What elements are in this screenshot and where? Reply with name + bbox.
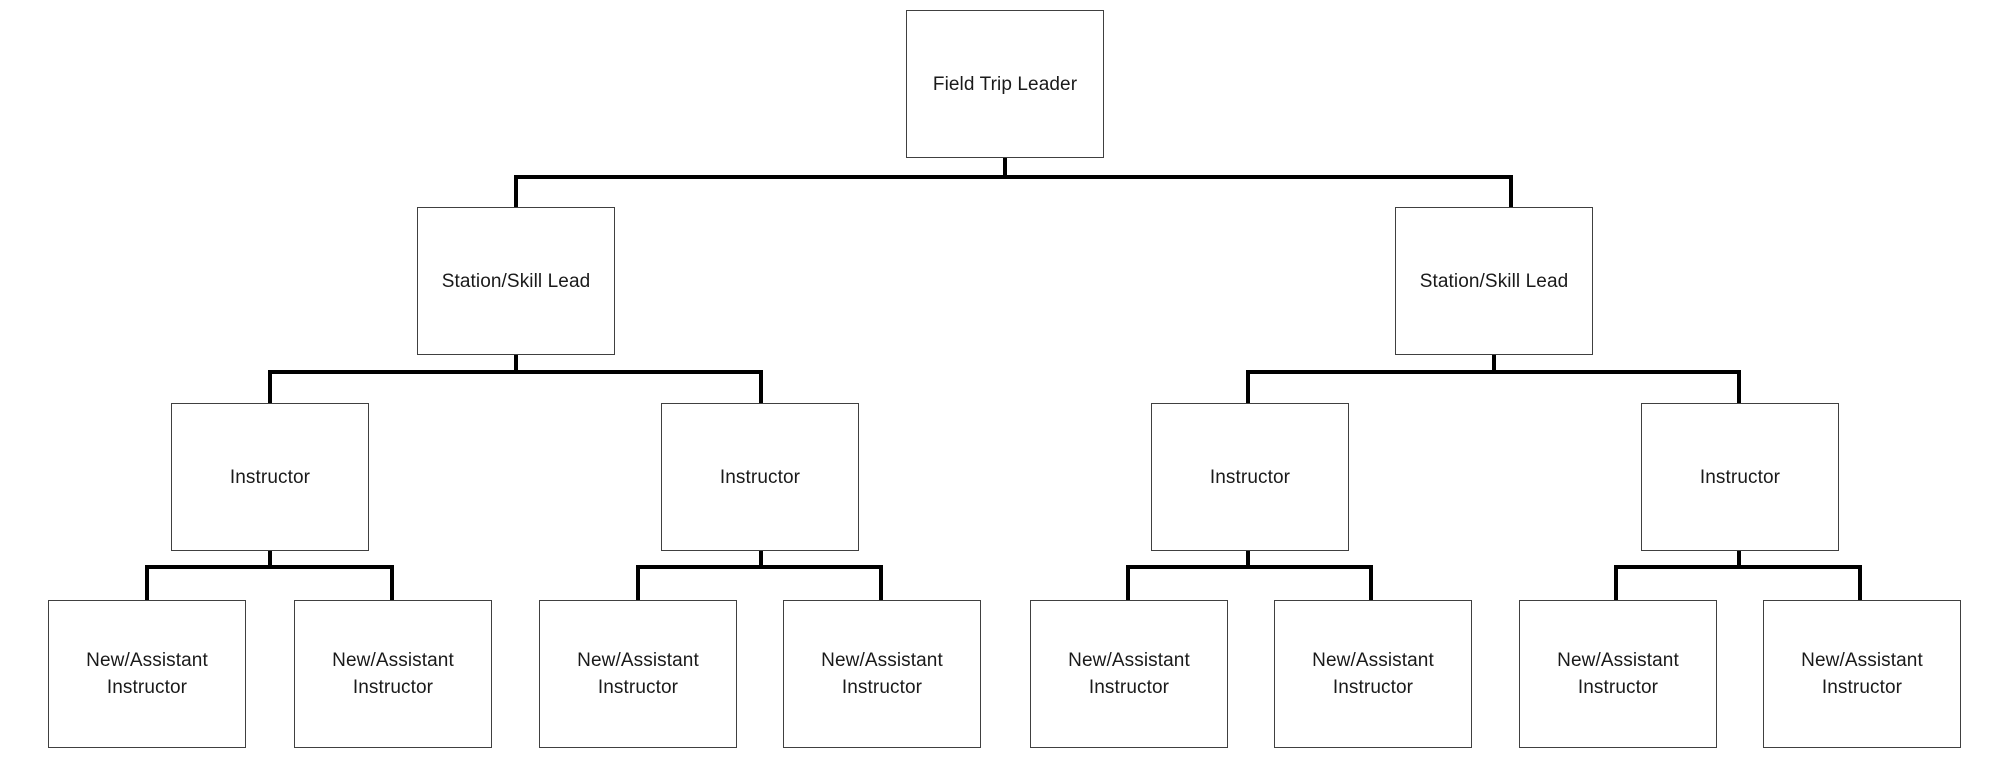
connector-c0-bus (514, 175, 1513, 179)
org-node-n9[interactable]: New/Assistant Instructor (539, 600, 737, 748)
org-node-n8[interactable]: New/Assistant Instructor (294, 600, 492, 748)
org-node-label: New/Assistant Instructor (577, 650, 699, 698)
connector-c4-drop1 (636, 565, 640, 602)
org-node-label: New/Assistant Instructor (1801, 650, 1923, 698)
org-node-n7[interactable]: New/Assistant Instructor (48, 600, 246, 748)
org-node-label: Instructor (229, 466, 311, 488)
connector-c6-drop2 (1858, 565, 1862, 602)
org-node-label: Station/Skill Lead (441, 270, 591, 292)
org-node-label: New/Assistant Instructor (1068, 650, 1190, 698)
connector-c1-drop2 (759, 370, 763, 405)
org-node-n13[interactable]: New/Assistant Instructor (1519, 600, 1717, 748)
connector-c0-stub (1003, 156, 1007, 179)
connector-c1-drop1 (268, 370, 272, 405)
connector-c3-drop2 (390, 565, 394, 602)
connector-c5-bus (1126, 565, 1373, 569)
org-node-n1[interactable]: Station/Skill Lead (417, 207, 615, 355)
connector-c3-bus (145, 565, 394, 569)
connector-c3-drop1 (145, 565, 149, 602)
connector-c6-stub (1737, 548, 1741, 567)
connector-c3-stub (268, 548, 272, 567)
org-node-label: Instructor (719, 466, 801, 488)
org-node-n12[interactable]: New/Assistant Instructor (1274, 600, 1472, 748)
org-node-label: Station/Skill Lead (1419, 270, 1569, 292)
connector-c2-drop2 (1737, 370, 1741, 405)
connector-c1-bus (268, 370, 763, 374)
connector-c6-bus (1614, 565, 1861, 569)
org-node-label: New/Assistant Instructor (1312, 650, 1434, 698)
connector-c4-stub (759, 548, 763, 567)
org-node-label: Field Trip Leader (932, 73, 1078, 95)
connector-c5-drop1 (1126, 565, 1130, 602)
connector-c0-drop1 (514, 175, 518, 209)
org-node-label: New/Assistant Instructor (86, 650, 208, 698)
org-node-label: New/Assistant Instructor (821, 650, 943, 698)
connector-c4-drop2 (879, 565, 883, 602)
connector-c2-stub (1492, 353, 1496, 372)
org-node-n14[interactable]: New/Assistant Instructor (1763, 600, 1961, 748)
org-node-label: New/Assistant Instructor (1557, 650, 1679, 698)
connector-c5-drop2 (1369, 565, 1373, 602)
org-node-n10[interactable]: New/Assistant Instructor (783, 600, 981, 748)
org-node-n4[interactable]: Instructor (661, 403, 859, 551)
connector-c2-drop1 (1246, 370, 1250, 405)
org-node-n3[interactable]: Instructor (171, 403, 369, 551)
connector-c6-drop1 (1614, 565, 1618, 602)
connector-c4-bus (636, 565, 883, 569)
connector-c1-stub (514, 353, 518, 372)
org-node-label: Instructor (1699, 466, 1781, 488)
connector-c2-bus (1246, 370, 1741, 374)
org-node-n0[interactable]: Field Trip Leader (906, 10, 1104, 158)
connector-c0-drop2 (1509, 175, 1513, 209)
org-node-n5[interactable]: Instructor (1151, 403, 1349, 551)
connector-c5-stub (1246, 548, 1250, 567)
org-node-n11[interactable]: New/Assistant Instructor (1030, 600, 1228, 748)
org-node-n6[interactable]: Instructor (1641, 403, 1839, 551)
org-node-label: New/Assistant Instructor (332, 650, 454, 698)
org-node-label: Instructor (1209, 466, 1291, 488)
org-node-n2[interactable]: Station/Skill Lead (1395, 207, 1593, 355)
